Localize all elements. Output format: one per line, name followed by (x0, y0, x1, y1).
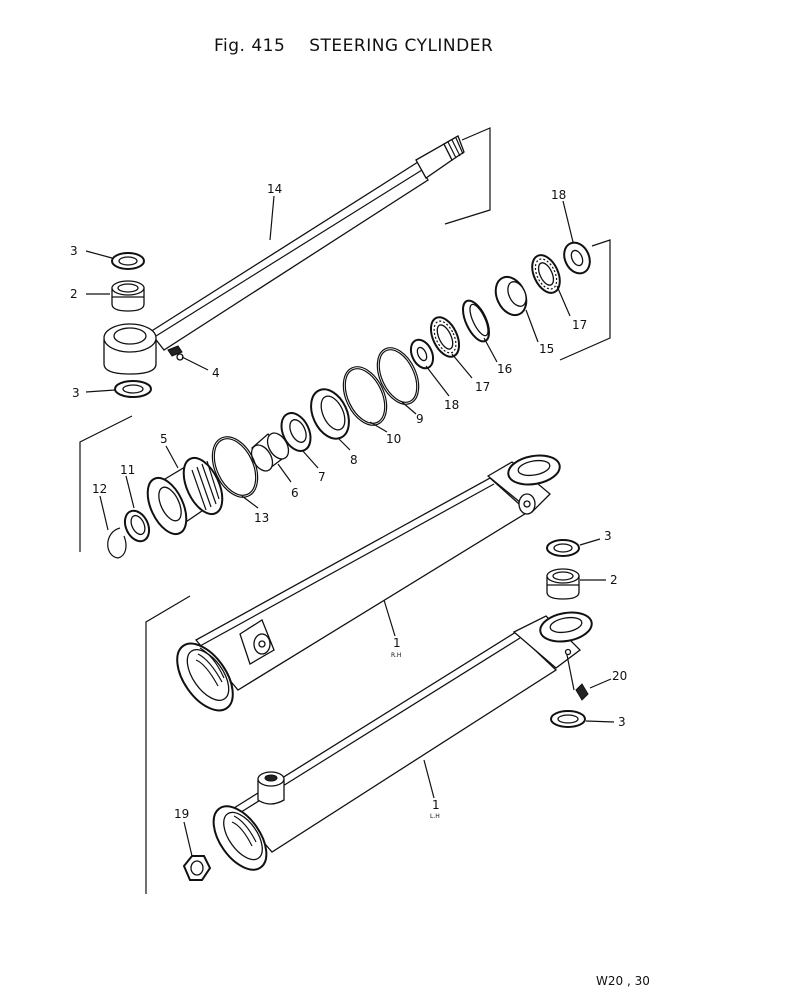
callout-label: 3 (604, 529, 612, 543)
cylinder-tube-rh (176, 454, 561, 712)
callout-label: 7 (318, 470, 326, 484)
callout-label: 2 (70, 287, 78, 301)
callout-label: 18 (444, 398, 459, 412)
callout-label: 12 (92, 482, 107, 496)
hex-nut (182, 855, 212, 881)
callout-label: 10 (386, 432, 401, 446)
callout-label: 4 (212, 366, 220, 380)
callout-label: 1 (393, 636, 401, 650)
leader-lines (85, 195, 615, 857)
callout-label: 11 (120, 463, 135, 477)
callout-label: 15 (539, 342, 554, 356)
callout-label: 17 (572, 318, 587, 332)
bracket-lines (79, 127, 611, 894)
callout-label: 3 (72, 386, 80, 400)
callout-label: 1 (432, 798, 440, 812)
callout-label: 17 (475, 380, 490, 394)
callout-label: 14 (267, 182, 282, 196)
callout-label: 19 (174, 807, 189, 821)
figure-title: Fig. 415 STEERING CYLINDER (214, 36, 511, 56)
footer-code: W20 , 30 (596, 974, 650, 988)
seal-kit-row (107, 241, 591, 559)
callout-label: 3 (70, 244, 78, 258)
figure-name: STEERING CYLINDER (309, 36, 494, 56)
side-mark-rh: R.H (391, 652, 401, 659)
side-mark-lh: L.H (430, 813, 440, 820)
tube-end-bushings (546, 539, 589, 728)
callout-label: 3 (618, 715, 626, 729)
rod-end-bushings (111, 252, 152, 398)
callout-label: 9 (416, 412, 424, 426)
cylinder-tube-lh (212, 611, 593, 871)
callout-label: 6 (291, 486, 299, 500)
callout-label: 20 (612, 669, 627, 683)
piston-rod (103, 135, 465, 375)
callout-label: 5 (160, 432, 168, 446)
callout-label: 18 (551, 188, 566, 202)
callout-label: 2 (610, 573, 618, 587)
callout-label: 8 (350, 453, 358, 467)
figure-number: Fig. 415 (214, 36, 286, 56)
callout-label: 16 (497, 362, 512, 376)
callout-label: 13 (254, 511, 269, 525)
callout-labels: 14 3 2 4 3 18 17 15 16 17 18 9 10 8 7 6 … (70, 182, 627, 821)
